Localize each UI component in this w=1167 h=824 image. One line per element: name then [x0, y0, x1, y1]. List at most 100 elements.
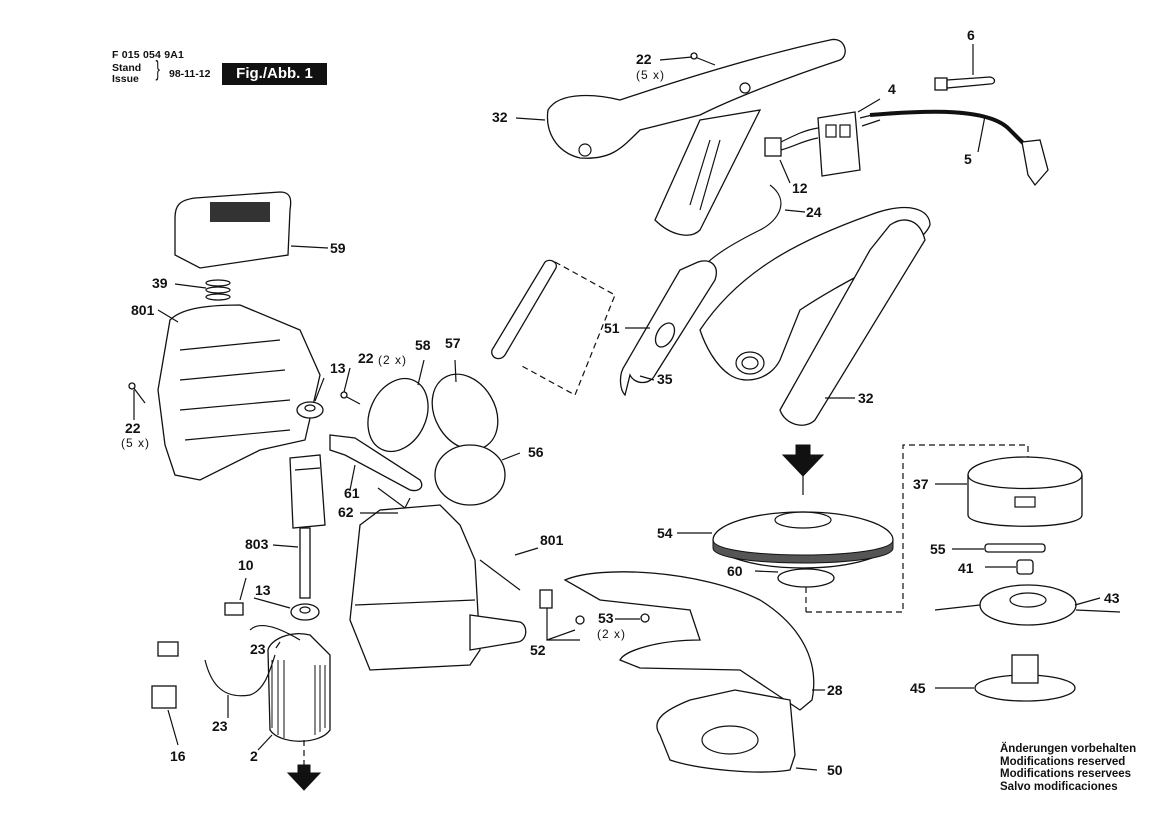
callout-61: 61: [344, 485, 360, 501]
callout-22: 22: [636, 51, 652, 67]
part-45-spool-cover: [974, 654, 1076, 702]
callout-37: 37: [913, 476, 929, 492]
notice-line-fr: Modifications reservees: [1000, 768, 1132, 780]
part-6-cable-clip: [934, 76, 996, 91]
document-code: F 015 054 9A1: [112, 49, 185, 61]
part-32-handle-bottom: [699, 206, 931, 426]
part-32-handle-top: [546, 38, 846, 236]
callout-13: 13: [330, 360, 346, 376]
part-28-guard: [563, 571, 815, 711]
callout-32-bottom: 32: [858, 390, 874, 406]
cable-tube-upper: [491, 259, 557, 360]
part-13-bearing-lower: [290, 603, 320, 621]
callout-45: 45: [910, 680, 926, 696]
callout-58: 58: [415, 337, 431, 353]
callout-13-lower: 13: [255, 582, 271, 598]
callout-5: 5: [964, 151, 972, 167]
modifications-notice: Änderungen vorbehalten Modifications res…: [1000, 743, 1136, 793]
callout-56: 56: [528, 444, 544, 460]
part-10-brush-holder: [224, 602, 244, 616]
callout-43: 43: [1104, 590, 1120, 606]
callout-22-left: 22: [125, 420, 141, 436]
callout-22-left-qty: (5 x): [121, 436, 150, 450]
part-41-nut: [1016, 559, 1034, 575]
part-56-cap: [434, 444, 506, 506]
callout-10: 10: [238, 557, 254, 573]
leader-lines: [133, 44, 1101, 771]
part-5-cable: [859, 109, 1049, 187]
notice-line-en: Modifications reserved: [1000, 755, 1126, 768]
callout-54: 54: [657, 525, 673, 541]
part-2-field: [267, 633, 331, 742]
part-16-brush-cover: [151, 685, 177, 709]
notice-line-de: Änderungen vorbehalten: [1000, 743, 1137, 755]
callout-24: 24: [806, 204, 822, 220]
callout-23-upper: 23: [250, 641, 266, 657]
callout-803: 803: [245, 536, 269, 552]
part-4-switch: [817, 111, 861, 177]
part-52-leader: [546, 608, 580, 641]
down-arrow-icon-center: [781, 444, 825, 477]
callout-53-qty: (2 x): [597, 627, 626, 641]
part-39-spring: [205, 279, 231, 301]
callout-39: 39: [152, 275, 168, 291]
callout-35: 35: [657, 371, 673, 387]
callout-801: 801: [131, 302, 155, 318]
screw-22-left: [128, 382, 146, 404]
callout-52: 52: [530, 642, 546, 658]
screw-22-top: [690, 52, 716, 66]
callout-23-lower: 23: [212, 718, 228, 734]
part-23-cable-upper: [249, 625, 301, 641]
callout-2: 2: [250, 748, 258, 764]
part-52-label: [539, 589, 553, 609]
callout-32: 32: [492, 109, 508, 125]
screw-53: [640, 613, 650, 623]
part-24-cable: [704, 184, 782, 266]
callout-51: 51: [604, 320, 620, 336]
part-61-lever: [329, 434, 423, 492]
part-55-holder: [984, 543, 1046, 553]
part-59-motor-cover: [174, 191, 292, 269]
part-62-spring-clip: [377, 487, 411, 509]
part-13-bearing-upper: [296, 401, 324, 419]
callout-55: 55: [930, 541, 946, 557]
callout-62: 62: [338, 504, 354, 520]
callout-28: 28: [827, 682, 843, 698]
assembly-bracket: [806, 444, 1029, 613]
callout-41: 41: [958, 560, 974, 576]
brace-symbol: }: [155, 56, 160, 81]
part-37-fan: [967, 456, 1083, 527]
callout-22-clamp: 22: [358, 350, 374, 366]
part-35-tube: [619, 260, 717, 397]
callout-53: 53: [598, 610, 614, 626]
callout-4: 4: [888, 81, 896, 97]
callout-12: 12: [792, 180, 808, 196]
brush-part: [157, 641, 179, 657]
guard-foot-ring: [701, 725, 759, 755]
callout-801-right: 801: [540, 532, 564, 548]
callout-22-qty: (5 x): [636, 68, 665, 82]
part-43-spool: [934, 584, 1121, 626]
part-23-cable-lower: [204, 654, 276, 697]
part-801-housing-right: [349, 504, 527, 671]
issue-date: 98-11-12: [169, 68, 211, 80]
stand-label: Stand: [112, 62, 142, 74]
callout-60: 60: [727, 563, 743, 579]
part-803-armature: [289, 454, 326, 599]
callout-16: 16: [170, 748, 186, 764]
issue-label: Issue: [112, 73, 139, 85]
part-57-clamp-half: [431, 373, 499, 451]
part-12-capacitor: [764, 127, 819, 157]
part-801-housing-left: [157, 304, 321, 481]
figure-label: Fig./Abb. 1: [222, 63, 327, 85]
callout-59: 59: [330, 240, 346, 256]
down-arrow-icon-left: [286, 764, 322, 791]
screw-22-clamp: [340, 391, 361, 405]
stand-issue-label: Stand Issue: [112, 63, 141, 85]
callout-22-clamp-qty: (2 x): [378, 353, 407, 367]
washer-52: [575, 615, 585, 625]
part-54-spool-housing: [712, 511, 894, 569]
part-60-retaining-ring: [777, 568, 835, 588]
notice-line-es: Salvo modificaciones: [1000, 780, 1118, 793]
